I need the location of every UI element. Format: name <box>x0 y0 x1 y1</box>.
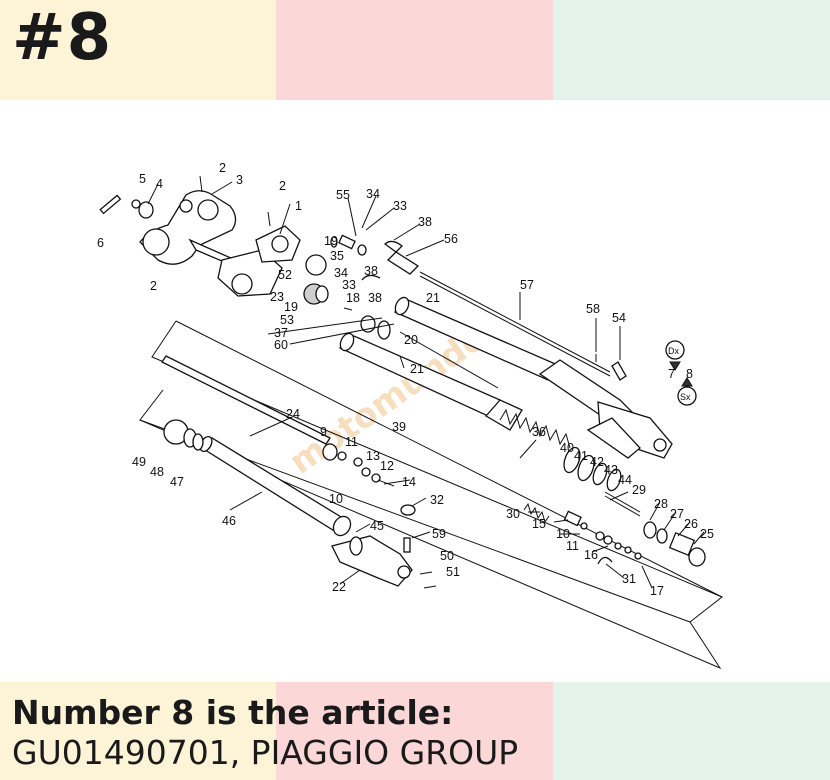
part-label: 7 <box>668 367 675 381</box>
part-label: 26 <box>684 517 698 531</box>
part-label: 38 <box>368 291 382 305</box>
part-label: 10 <box>329 492 343 506</box>
left-lower-tube <box>163 419 437 589</box>
part-label: 40 <box>560 441 574 455</box>
part-label: 42 <box>590 455 604 469</box>
part-label: 33 <box>342 278 356 292</box>
side-markers: Dx Sx <box>665 340 697 406</box>
washers <box>563 446 641 517</box>
part-label: 27 <box>670 507 684 521</box>
side-label-dx: Dx <box>668 346 679 356</box>
part-label: 41 <box>574 449 588 463</box>
part-label: 57 <box>520 278 534 292</box>
part-number-labels: 1 2 2 2 3 4 5 6 7 8 9 10 10 11 11 12 13 … <box>97 161 714 598</box>
part-label: 19 <box>324 234 338 248</box>
part-label: 53 <box>280 313 294 327</box>
header-band <box>0 0 830 100</box>
part-label: 21 <box>410 362 424 376</box>
part-label: 5 <box>139 172 146 186</box>
part-label: 50 <box>440 549 454 563</box>
part-label: 58 <box>586 302 600 316</box>
part-label: 24 <box>286 407 300 421</box>
part-label: 22 <box>332 580 346 594</box>
band-yellow <box>0 0 276 100</box>
caption-title: Number 8 is the article: <box>12 693 454 732</box>
part-label: 48 <box>150 465 164 479</box>
part-label: 2 <box>150 279 157 293</box>
part-label: 55 <box>336 188 350 202</box>
part-label: 39 <box>392 420 406 434</box>
part-label: 12 <box>380 459 394 473</box>
part-label: 34 <box>366 187 380 201</box>
part-label: 11 <box>345 435 358 449</box>
part-label: 4 <box>156 177 163 191</box>
part-label: 45 <box>370 519 384 533</box>
part-label: 46 <box>222 514 236 528</box>
band-pink <box>276 682 553 780</box>
part-label: 19 <box>284 300 298 314</box>
part-label: 38 <box>364 264 378 278</box>
part-label: 37 <box>274 326 288 340</box>
part-label: 15 <box>532 517 546 531</box>
fork-exploded-diagram: motomundo <box>97 161 723 670</box>
part-label: 43 <box>604 463 618 477</box>
part-label: 29 <box>632 483 646 497</box>
part-label: 31 <box>622 572 636 586</box>
part-label: 9 <box>320 425 327 439</box>
part-label: 6 <box>97 236 104 250</box>
caption-band <box>0 682 830 780</box>
side-label-sx: Sx <box>680 392 691 402</box>
part-label: 30 <box>506 507 520 521</box>
part-label: 35 <box>330 249 344 263</box>
part-label: 14 <box>402 475 416 489</box>
right-damper-parts <box>523 502 706 567</box>
band-mint <box>553 0 830 100</box>
part-label: 20 <box>404 333 418 347</box>
part-label: 18 <box>346 291 360 305</box>
band-mint <box>553 682 830 780</box>
item-number-badge: #8 <box>12 1 113 75</box>
part-label: 34 <box>334 266 348 280</box>
part-label: 38 <box>418 215 432 229</box>
leader-lines <box>147 181 705 589</box>
part-label: 17 <box>650 584 664 598</box>
part-label: 60 <box>274 338 288 352</box>
fork-right <box>361 240 673 459</box>
part-label: 47 <box>170 475 184 489</box>
steering-yoke <box>99 175 329 305</box>
part-label: 36 <box>532 425 546 439</box>
spring <box>499 408 571 449</box>
part-label: 51 <box>446 565 460 579</box>
part-label: 44 <box>618 473 632 487</box>
part-label: 1 <box>295 199 302 213</box>
part-label: 32 <box>430 493 444 507</box>
part-label: 21 <box>426 291 440 305</box>
part-label: 10 <box>556 527 570 541</box>
caption-article: GU01490701, PIAGGIO GROUP <box>12 733 519 772</box>
fork-left <box>338 331 523 431</box>
part-label: 23 <box>270 290 284 304</box>
band-pink <box>276 0 553 100</box>
part-label: 49 <box>132 455 146 469</box>
part-label: 59 <box>432 527 446 541</box>
part-label: 3 <box>236 173 243 187</box>
damper-rod <box>161 355 416 516</box>
part-label: 11 <box>566 539 579 553</box>
part-label: 13 <box>366 449 380 463</box>
part-label: 8 <box>686 367 693 381</box>
part-label: 54 <box>612 311 626 325</box>
part-label: 16 <box>584 548 598 562</box>
part-label: 25 <box>700 527 714 541</box>
part-label: 28 <box>654 497 668 511</box>
part-label: 56 <box>444 232 458 246</box>
part-label: 2 <box>219 161 226 175</box>
part-label: 2 <box>279 179 286 193</box>
part-label: 33 <box>393 199 407 213</box>
part-label: 52 <box>278 268 292 282</box>
band-yellow <box>0 682 276 780</box>
